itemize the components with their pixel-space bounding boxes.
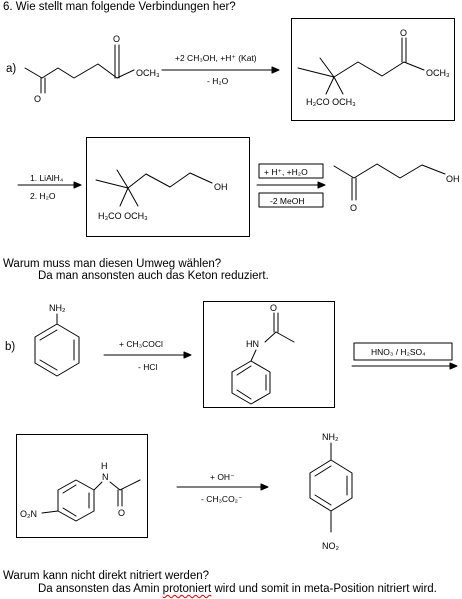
part-b-label: b)	[5, 341, 16, 353]
label-o-3: O	[400, 28, 407, 38]
product-box-nitroacetanilide	[16, 434, 148, 538]
label-hn-1: HN	[246, 339, 259, 349]
answer-nitrierung-part2: wird und somit in meta-Position nitriert…	[214, 583, 437, 595]
reagent-a3-bottom: -2 MeOH	[270, 196, 304, 206]
molecule-acetal-alcohol	[95, 169, 213, 207]
question-umweg: Warum muss man diesen Umweg wählen?	[3, 258, 222, 270]
label-no2-1: NO₂	[322, 541, 340, 551]
reagent-a2-top: 1. LiAlH₄	[30, 173, 64, 183]
label-o-4: O	[350, 203, 357, 213]
label-o2n-1: O₂N	[20, 509, 37, 519]
reagent-box-hydrolysis-top	[258, 163, 324, 179]
reagent-b1-top: + CH₃COCl	[119, 339, 163, 349]
label-h3co-och3-2: H₃CO OCH₃	[98, 211, 148, 221]
part-a-label: a)	[6, 63, 17, 75]
product-box-acetal-alcohol	[86, 137, 250, 237]
reagent-a1-bottom: - H₂O	[207, 76, 229, 86]
label-o-6: O	[118, 508, 125, 518]
answer-nitrierung-spellcheck-word: protoniert	[162, 583, 212, 595]
reagent-a3-top: + H⁺, +H₂O	[264, 167, 308, 177]
molecule-nitroacetanilide	[41, 479, 141, 522]
label-o-1: O	[34, 94, 41, 104]
reagent-box-hydrolysis-bottom	[258, 192, 324, 208]
molecule-acetanilide	[231, 312, 295, 405]
reagent-box-nitration	[353, 342, 453, 361]
answer-nitrierung-part1: Da ansonsten das Amin	[38, 583, 160, 595]
reagent-b3-top: + OH⁻	[210, 472, 235, 482]
product-box-acetal-ester	[291, 18, 455, 121]
label-h3co-och3-1: H₃CO OCH₃	[306, 97, 356, 107]
question-6-title: 6. Wie stellt man folgende Verbindungen …	[3, 1, 236, 13]
reaction-arrows	[17, 66, 458, 491]
reagent-a1-top: +2 CH₃OH, +H⁺ (Kat)	[175, 53, 257, 63]
answer-nitrierung: Da ansonsten das Amin protoniert wird un…	[38, 583, 437, 596]
molecule-acetal-ester	[297, 37, 425, 95]
product-box-acetanilide	[203, 301, 335, 408]
label-oh-1: OH	[214, 182, 228, 192]
molecule-nitroaniline	[309, 442, 353, 533]
label-o-2: O	[113, 34, 120, 44]
label-nh2-1: NH₂	[49, 303, 66, 313]
label-och3-2: OCH₃	[426, 68, 450, 78]
molecule-hydroxypentanone	[333, 163, 446, 201]
reagent-b3-bottom: - CH₃CO₂⁻	[201, 494, 243, 504]
label-o-5: O	[270, 303, 277, 313]
molecule-aniline	[34, 313, 80, 377]
molecule-methyl-levulinate	[24, 44, 135, 94]
question-nitrierung: Warum kann nicht direkt nitriert werden?	[3, 570, 210, 582]
label-h-1: H	[101, 461, 108, 471]
reagent-b1-bottom: - HCl	[138, 362, 157, 372]
reagent-b2-top: HNO₃ / H₂SO₄	[371, 347, 426, 357]
label-och3-1: OCH₃	[136, 68, 160, 78]
label-n-1: N	[102, 472, 109, 482]
answer-umweg: Da man ansonsten auch das Keton reduzier…	[38, 270, 269, 282]
label-oh-2: OH	[446, 174, 460, 184]
reagent-a2-bottom: 2. H₂O	[30, 191, 56, 201]
label-nh2-2: NH₂	[322, 432, 339, 442]
